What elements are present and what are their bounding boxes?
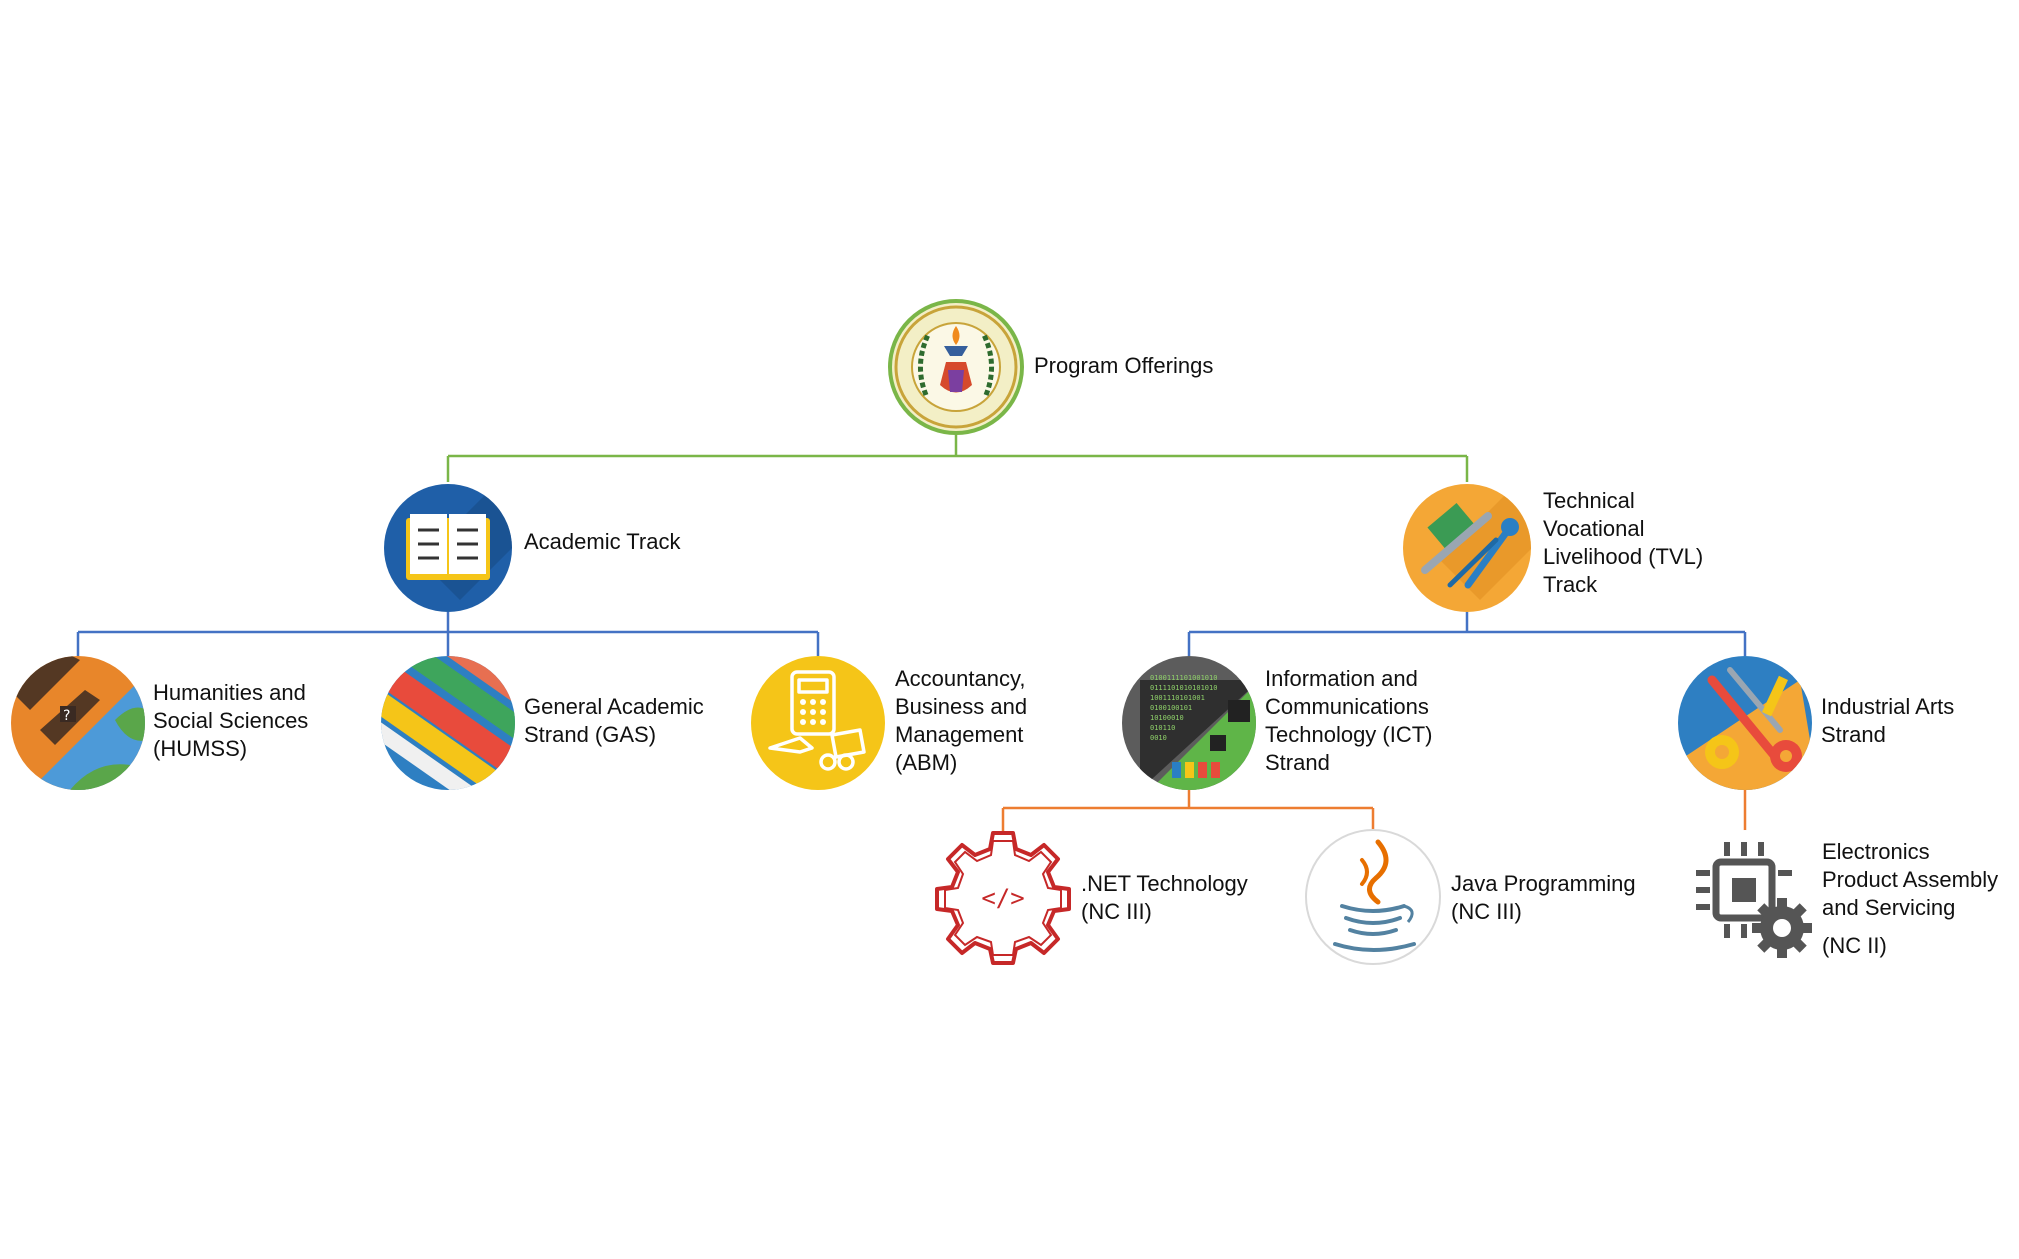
svg-text:10100010: 10100010 xyxy=(1150,714,1184,722)
school-seal-icon xyxy=(888,299,1024,435)
open-book-icon xyxy=(384,484,512,612)
svg-text:1001110101001: 1001110101001 xyxy=(1150,694,1205,702)
academic-track-label: Academic Track xyxy=(524,529,681,554)
svg-text:0100100101: 0100100101 xyxy=(1150,704,1192,712)
gas-strand-label: General Academic Strand (GAS) xyxy=(524,694,704,747)
tvl-track-label: Technical Vocational Livelihood (TVL) Tr… xyxy=(1543,488,1704,597)
tools-icon xyxy=(1403,484,1531,612)
svg-text:?: ? xyxy=(63,708,70,724)
chip-gear-icon xyxy=(1678,830,1812,964)
java-coffee-icon xyxy=(1305,829,1441,965)
gear-code-icon: </> xyxy=(935,831,1071,965)
humss-strand-label: Humanities and Social Sciences (HUMSS) xyxy=(153,680,309,761)
circuit-board-icon: 0100111101001010 0111101010101010 100111… xyxy=(1122,656,1256,790)
net-specialization-label: .NET Technology (NC III) xyxy=(1081,871,1248,924)
industrial-arts-strand-label: Industrial Arts Strand xyxy=(1821,694,1955,747)
diagram-title: Program Offerings xyxy=(1034,353,1214,378)
electronics-specialization-label: Electronics Product Assembly and Servici… xyxy=(1822,839,1999,958)
industrial-tools-icon xyxy=(1678,656,1812,790)
abm-strand-label: Accountancy, Business and Management (AB… xyxy=(895,666,1028,775)
tvl-connectors xyxy=(1187,612,1747,656)
java-specialization-label: Java Programming (NC III) xyxy=(1451,871,1636,924)
svg-text:0111101010101010: 0111101010101010 xyxy=(1150,684,1217,692)
academic-connectors xyxy=(76,612,820,656)
specialization-connectors xyxy=(1001,790,1747,832)
root-connectors xyxy=(446,432,1469,482)
svg-text:</>: </> xyxy=(981,884,1024,912)
svg-text:0010: 0010 xyxy=(1150,734,1167,742)
globe-puzzle-icon: ? xyxy=(11,656,145,790)
books-stack-icon xyxy=(381,656,515,790)
calculator-icon xyxy=(751,656,885,790)
svg-text:010110: 010110 xyxy=(1150,724,1175,732)
svg-text:0100111101001010: 0100111101001010 xyxy=(1150,674,1217,682)
ict-strand-label: Information and Communications Technolog… xyxy=(1265,666,1433,775)
